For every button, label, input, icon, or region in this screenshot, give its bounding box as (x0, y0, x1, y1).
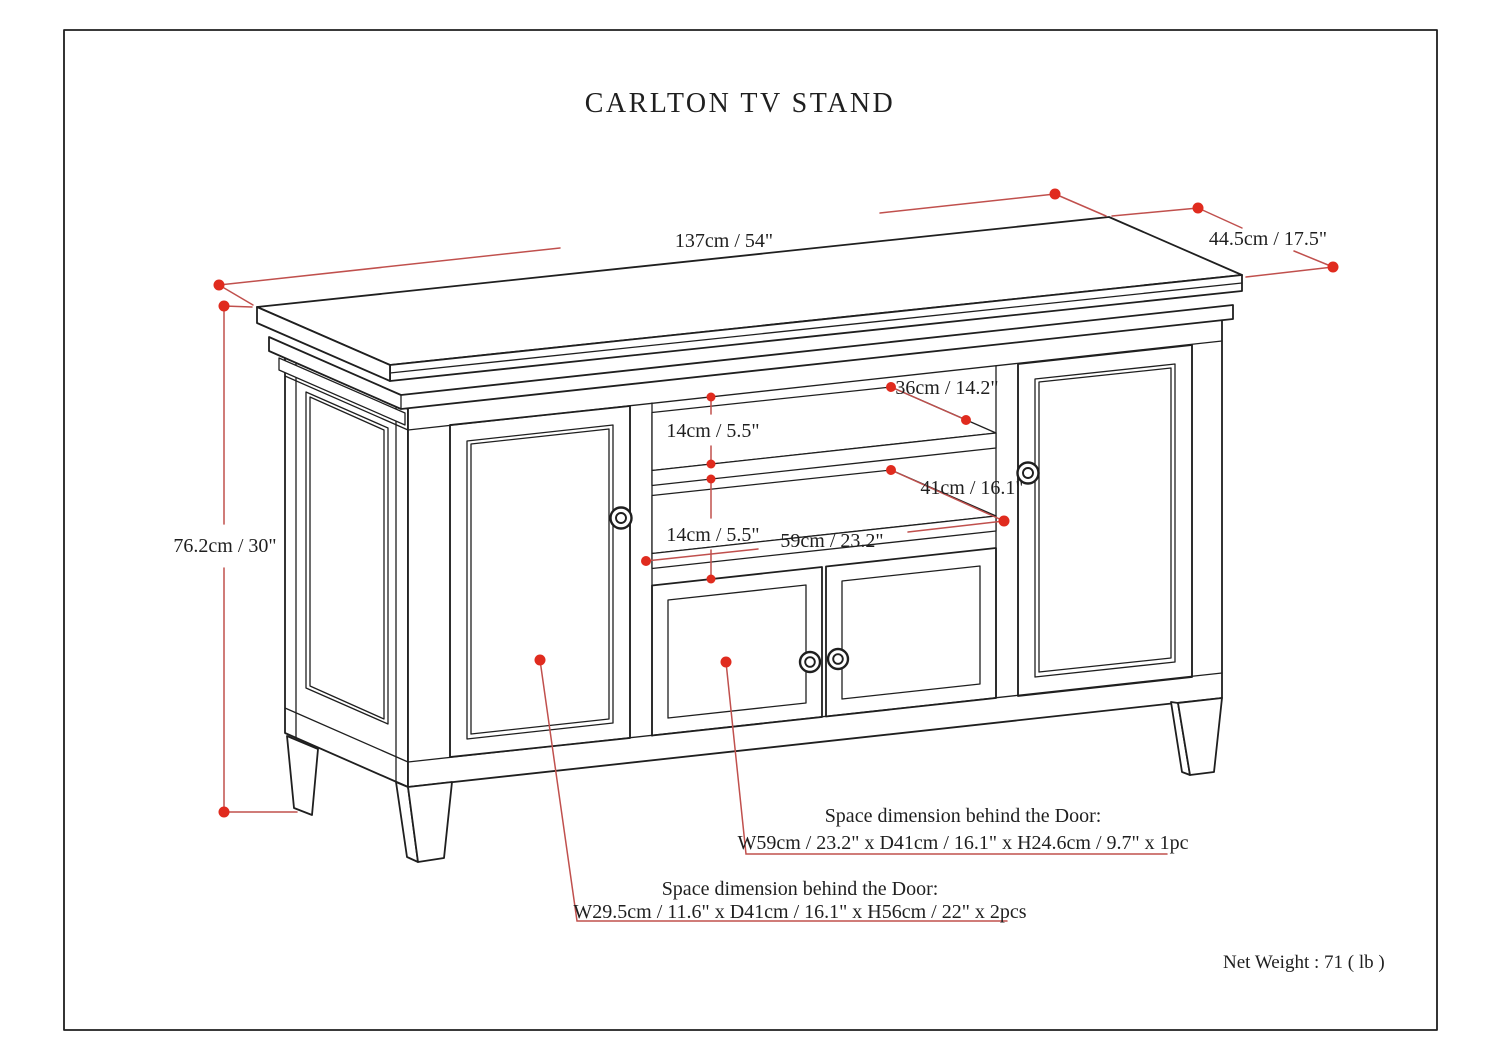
open59-label: 59cm / 23.2" (780, 530, 883, 552)
open59-dot-right (998, 515, 1010, 527)
height-dimension: 76.2cm / 30" (173, 300, 298, 818)
middle-shelf-edge (651, 515, 997, 570)
depth-ext-front (1245, 266, 1334, 278)
center-right-door-outline (825, 547, 997, 718)
side-compartment-note: Space dimension behind the Door: W29.5cm… (534, 654, 1027, 923)
middle-opening-dimension: 14cm / 5.5" (666, 474, 760, 584)
height-label: 76.2cm / 30" (173, 535, 276, 557)
width-dot-left (213, 279, 225, 291)
depth-ext-back (1111, 207, 1199, 217)
top-left-edge (256, 306, 391, 382)
width-dimension: 137cm / 54" (213, 188, 1107, 306)
side-note-leader (539, 659, 1008, 922)
top-panel (256, 216, 1243, 382)
depth-label: 44.5cm / 17.5" (1209, 228, 1327, 250)
left-door-panel-bevel (470, 428, 610, 735)
center-right-door-knob-center (832, 653, 844, 665)
open59-line-a (645, 548, 759, 562)
tv-stand-drawing (256, 216, 1243, 863)
center-left-door-knob-center (804, 656, 816, 668)
open14a-label: 14cm / 5.5" (666, 420, 759, 442)
left-side-panel (284, 354, 409, 788)
top-edge-bevel (389, 282, 1243, 374)
side-recessed-panel (305, 391, 389, 725)
right-door (1016, 344, 1193, 697)
upper-shelf-edge (651, 432, 997, 487)
shelf36-dot-back (886, 382, 896, 392)
right-door-frame (1034, 363, 1176, 678)
open59-line-b (907, 520, 1005, 533)
center-doors (651, 547, 997, 737)
open14a-dot-bottom (706, 459, 716, 469)
open59-dot-left (641, 556, 651, 566)
back-left-leg (286, 735, 319, 816)
left-door-knob-center (615, 512, 627, 524)
dimension-annotations: 137cm / 54" 44.5cm / 17.5" 76.2cm / 30" (173, 188, 1385, 973)
depth-dot-front (1327, 261, 1339, 273)
depth-dot-back (1192, 202, 1204, 214)
width-ext-left (218, 284, 254, 306)
depth-line-a (1197, 207, 1243, 229)
width-line-b (879, 193, 1056, 214)
page-title: CARLTON TV STAND (585, 88, 896, 119)
height-dot-bottom (218, 806, 230, 818)
depth-line-b (1293, 250, 1334, 268)
open14a-dot-top (706, 392, 716, 402)
center-note-line2: W59cm / 23.2" x D41cm / 16.1" x H24.6cm … (737, 832, 1188, 854)
collar-lower-lip (278, 357, 406, 426)
collar-molding (268, 304, 1234, 426)
shelf41-line (890, 469, 1005, 522)
center-opening-width-dimension: 59cm / 23.2" (641, 515, 1010, 566)
left-door-outline (449, 405, 631, 758)
center-left-door-outline (651, 566, 823, 737)
right-door-knob-center (1022, 467, 1034, 479)
width-dot-right (1049, 188, 1061, 200)
side-note-line2: W29.5cm / 11.6" x D41cm / 16.1" x H56cm … (573, 901, 1026, 923)
center-note-leader (725, 661, 1168, 855)
left-door (449, 405, 633, 758)
shelf36-label: 36cm / 14.2" (895, 377, 998, 399)
side-bottom-rail (284, 707, 409, 763)
side-note-line1: Space dimension behind the Door: (662, 878, 939, 900)
shelf41-dot-back (886, 465, 896, 475)
shelf36-dot-front (961, 415, 971, 425)
height-dot-top (218, 300, 230, 312)
shelf41-label: 41cm / 16.1" (920, 477, 1023, 499)
top-shelf-depth-dimension: 36cm / 14.2" (886, 377, 999, 425)
upper-opening-dimension: 14cm / 5.5" (666, 392, 760, 469)
front-right-leg (1177, 697, 1223, 776)
open14b-label: 14cm / 5.5" (666, 524, 759, 546)
width-line-a (218, 247, 561, 286)
side-note-dot (534, 654, 546, 666)
center-compartment-note: Space dimension behind the Door: W59cm /… (720, 656, 1189, 855)
right-door-panel-bevel (1038, 367, 1172, 673)
center-note-line1: Space dimension behind the Door: (825, 805, 1102, 827)
center-shelves (651, 386, 997, 570)
depth-dimension: 44.5cm / 17.5" (1111, 202, 1339, 278)
sheet-border (63, 29, 1438, 1031)
middle-shelf-depth-dimension: 41cm / 16.1" (886, 465, 1024, 522)
center-left-door-frame (667, 584, 807, 719)
open14b-dot-bottom (706, 574, 716, 584)
shelf36-line (890, 386, 967, 421)
front-left-leg (407, 781, 453, 863)
right-door-outline (1017, 344, 1193, 697)
side-top-rail (284, 375, 409, 431)
open14b-dot-top (706, 474, 716, 484)
width-label: 137cm / 54" (675, 230, 773, 252)
center-note-dot (720, 656, 732, 668)
legs (286, 697, 1223, 863)
net-weight: Net Weight : 71 ( lb ) (1223, 952, 1385, 973)
side-panel-face (284, 354, 409, 788)
width-ext-right (1054, 193, 1107, 217)
side-panel-bevel (309, 396, 385, 720)
left-door-frame (466, 424, 614, 740)
